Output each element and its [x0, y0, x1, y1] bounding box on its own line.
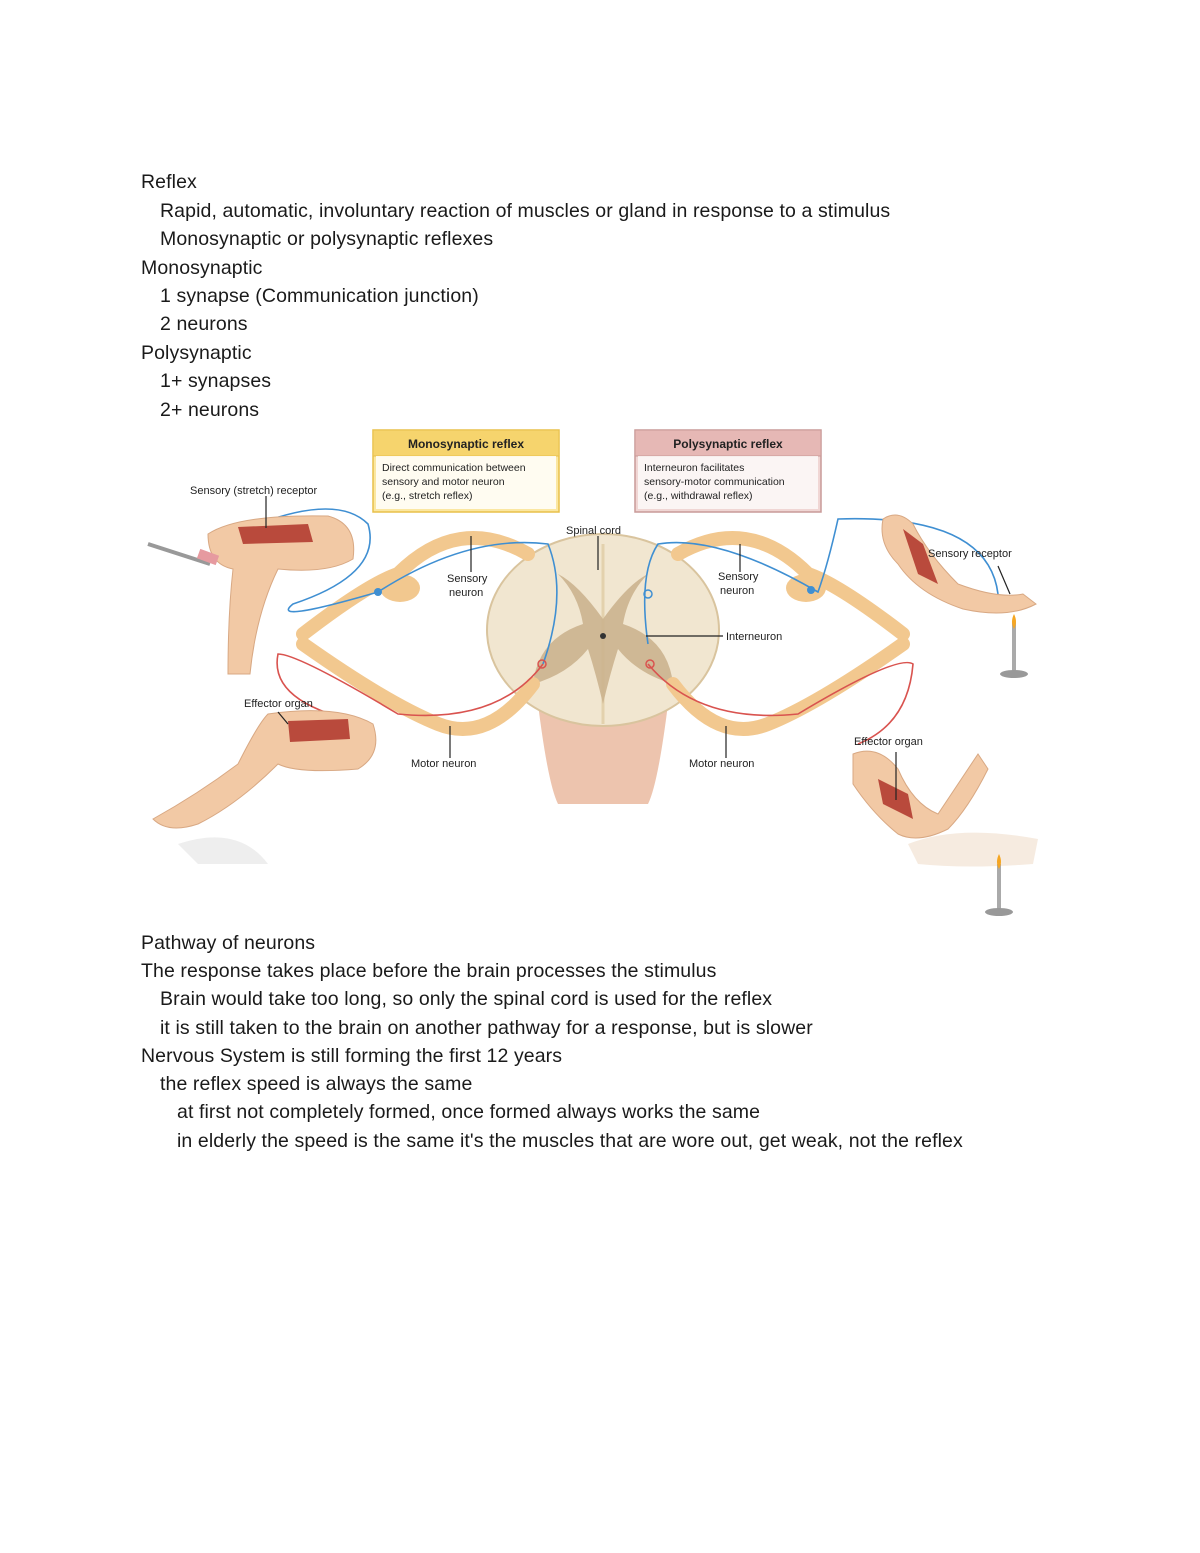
heading-pathway: Pathway of neurons: [141, 932, 315, 954]
mono-box-line2: sensory and motor neuron: [382, 476, 505, 488]
poly-box-line2: sensory-motor communication: [644, 476, 785, 488]
note-response-before-brain: The response takes place before the brai…: [141, 960, 716, 982]
left-leg-lower: [153, 711, 376, 864]
mono-box-line1: Direct communication between: [382, 462, 526, 474]
note-reflex-types: Monosynaptic or polysynaptic reflexes: [160, 228, 493, 250]
mono-box-line3: (e.g., stretch reflex): [382, 490, 472, 502]
note-first-not-formed: at first not completely formed, once for…: [177, 1101, 760, 1123]
heading-reflex: Reflex: [141, 171, 197, 193]
label-sensory-neuron-right: Sensory: [718, 571, 759, 583]
label-sensory-neuron-left: Sensory: [447, 573, 488, 585]
label-sensory-neuron-right-2: neuron: [720, 585, 754, 597]
note-brain-too-long: Brain would take too long, so only the s…: [160, 988, 772, 1010]
poly-box-line3: (e.g., withdrawal reflex): [644, 490, 753, 502]
poly-reflex-box: Polysynaptic reflex Interneuron facilita…: [635, 430, 821, 512]
spinal-cord: [487, 534, 719, 804]
mono-box-title: Monosynaptic reflex: [408, 437, 524, 451]
reflex-arc-diagram: Monosynaptic reflex Direct communication…: [138, 424, 1050, 928]
label-spinal-cord: Spinal cord: [566, 525, 621, 537]
mono-reflex-box: Monosynaptic reflex Direct communication…: [373, 430, 559, 512]
label-sensory-receptor: Sensory receptor: [928, 548, 1012, 560]
poly-box-line1: Interneuron facilitates: [644, 462, 744, 474]
note-poly-neurons: 2+ neurons: [160, 399, 259, 421]
note-mono-synapse: 1 synapse (Communication junction): [160, 285, 479, 307]
label-sensory-neuron-left-2: neuron: [449, 587, 483, 599]
right-arm-upper: [882, 515, 1036, 678]
right-arm-lower: [853, 751, 1038, 916]
poly-box-title: Polysynaptic reflex: [673, 437, 783, 451]
heading-polysynaptic: Polysynaptic: [141, 342, 252, 364]
note-poly-synapses: 1+ synapses: [160, 370, 271, 392]
label-motor-neuron-right: Motor neuron: [689, 758, 754, 770]
label-interneuron: Interneuron: [726, 631, 782, 643]
label-effector-right: Effector organ: [854, 736, 923, 748]
note-mono-neurons: 2 neurons: [160, 313, 248, 335]
label-stretch-receptor: Sensory (stretch) receptor: [190, 485, 317, 497]
label-effector-left: Effector organ: [244, 698, 313, 710]
note-still-taken-to-brain: it is still taken to the brain on anothe…: [160, 1017, 813, 1039]
note-elderly: in elderly the speed is the same it's th…: [177, 1130, 963, 1152]
note-reflex-speed: the reflex speed is always the same: [160, 1073, 472, 1095]
note-reflex-definition: Rapid, automatic, involuntary reaction o…: [160, 200, 890, 222]
heading-monosynaptic: Monosynaptic: [141, 257, 263, 279]
heading-nervous-system: Nervous System is still forming the firs…: [141, 1045, 562, 1067]
label-motor-neuron-left: Motor neuron: [411, 758, 476, 770]
